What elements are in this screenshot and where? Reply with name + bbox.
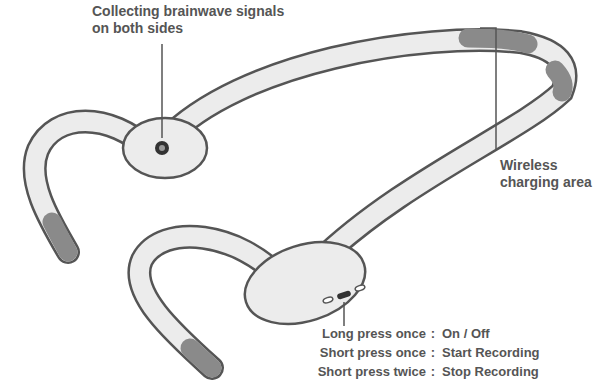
indicator bbox=[354, 284, 365, 292]
function-text: Stop Recording bbox=[442, 364, 592, 380]
function-text: On / Off bbox=[442, 326, 592, 342]
separator: : bbox=[428, 326, 438, 342]
leader-line bbox=[480, 28, 496, 150]
callout-text: Collecting brainwave signals on both sid… bbox=[92, 3, 292, 37]
ear-hook-tip bbox=[52, 222, 68, 252]
separator: : bbox=[428, 345, 438, 361]
charging-area bbox=[555, 70, 563, 92]
action-text: Long press once bbox=[270, 326, 426, 342]
charging-area bbox=[468, 38, 528, 44]
action-text: Short press once bbox=[270, 345, 426, 361]
ear-hook-tip bbox=[190, 348, 212, 368]
sensor-pad bbox=[123, 118, 207, 178]
separator: : bbox=[428, 364, 438, 380]
electrode bbox=[159, 145, 165, 151]
callout-text: Wireless charging area bbox=[500, 157, 596, 191]
head-band bbox=[165, 40, 565, 262]
indicator bbox=[322, 296, 333, 304]
action-text: Short press twice bbox=[270, 364, 426, 380]
function-text: Start Recording bbox=[442, 345, 592, 361]
leader-line bbox=[343, 302, 345, 326]
sensor-pad bbox=[234, 228, 375, 339]
button bbox=[336, 290, 351, 300]
head-band bbox=[165, 40, 565, 262]
electrode bbox=[155, 141, 169, 155]
leader-line bbox=[161, 44, 163, 138]
